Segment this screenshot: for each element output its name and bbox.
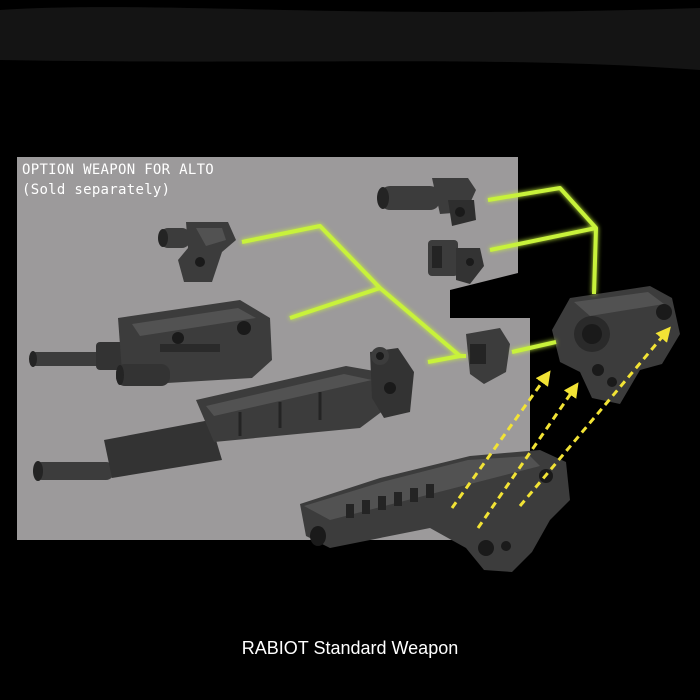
option-panel-label: OPTION WEAPON FOR ALTO (Sold separately) (22, 160, 214, 200)
arrow-middle (476, 382, 579, 529)
option-panel-title: OPTION WEAPON FOR ALTO (22, 162, 215, 178)
connector-line-block (511, 340, 557, 354)
standard-weapon-caption: RABIOT Standard Weapon (241, 638, 459, 658)
connector-line-clip (489, 226, 597, 252)
receiver-part (552, 286, 680, 404)
arrow-right (518, 326, 671, 507)
option-small-grip-part (158, 222, 236, 282)
option-scope-part (377, 178, 476, 226)
assembly-connector-lines (241, 186, 598, 364)
arrow-left (450, 370, 551, 509)
assembly-arrows (450, 326, 671, 529)
connector-line-small-grip (241, 224, 462, 358)
connector-line-long-rifle (427, 354, 466, 364)
connector-line-medium-rifle (289, 286, 381, 320)
option-long-rifle-part (33, 347, 414, 481)
connector-line-scope (487, 186, 598, 295)
option-clip-part (428, 240, 484, 284)
connector-block-part (466, 328, 510, 384)
background-streak (0, 7, 700, 71)
option-panel-subtitle: (Sold separately) (22, 182, 171, 198)
option-medium-rifle-part (29, 300, 272, 386)
